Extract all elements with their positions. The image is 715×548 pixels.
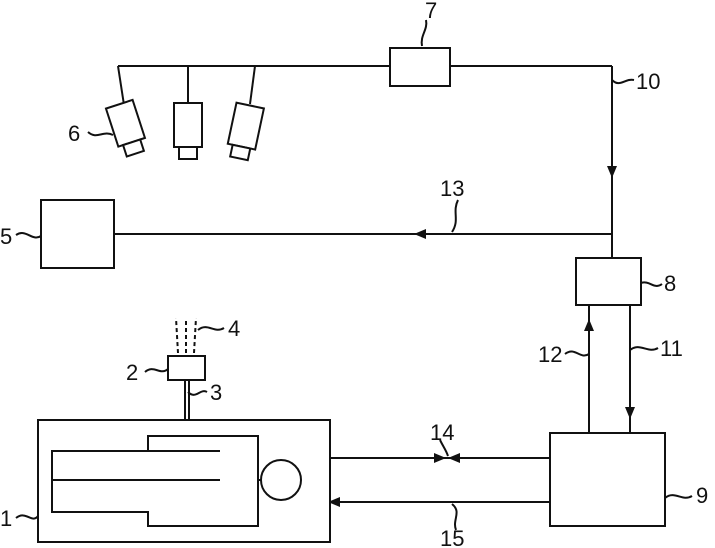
label-9: 9: [696, 483, 708, 508]
camera-right-icon: [225, 103, 264, 162]
leader-10: [612, 80, 634, 83]
label-1: 1: [0, 506, 12, 531]
leader-11: [630, 347, 658, 350]
signal-line-14-arrow-left: [434, 453, 446, 463]
leader-6: [88, 132, 113, 135]
leader-2: [145, 369, 168, 372]
label-11: 11: [660, 336, 683, 361]
camera-left-icon: [106, 100, 149, 158]
leader-12: [565, 351, 589, 355]
leader-1: [16, 515, 38, 518]
label-7: 7: [425, 0, 437, 23]
box-5: [41, 200, 114, 268]
signal-line-14-arrow-right: [448, 453, 460, 463]
camera-right-cable: [250, 66, 255, 104]
label-3: 3: [210, 380, 222, 405]
spray-4-icon: [176, 318, 196, 353]
box-7: [390, 48, 450, 86]
leader-3: [188, 391, 207, 395]
leader-13: [452, 200, 458, 232]
box-2: [168, 356, 205, 380]
label-8: 8: [664, 271, 676, 296]
leader-5: [16, 233, 41, 238]
label-4: 4: [228, 316, 240, 341]
leader-8: [641, 282, 662, 286]
label-6: 6: [68, 121, 80, 146]
label-15: 15: [440, 526, 464, 548]
label-12: 12: [538, 342, 562, 367]
label-2: 2: [126, 360, 138, 385]
box-8: [576, 258, 641, 305]
label-10: 10: [636, 69, 660, 94]
camera-center-icon: [174, 103, 202, 159]
leader-9: [665, 495, 692, 498]
box-9: [550, 433, 665, 526]
label-13: 13: [440, 176, 464, 201]
label-5: 5: [0, 224, 12, 249]
leader-4: [198, 327, 224, 330]
label-14: 14: [430, 420, 454, 445]
camera-left-cable: [118, 66, 124, 105]
leader-7: [422, 20, 427, 46]
